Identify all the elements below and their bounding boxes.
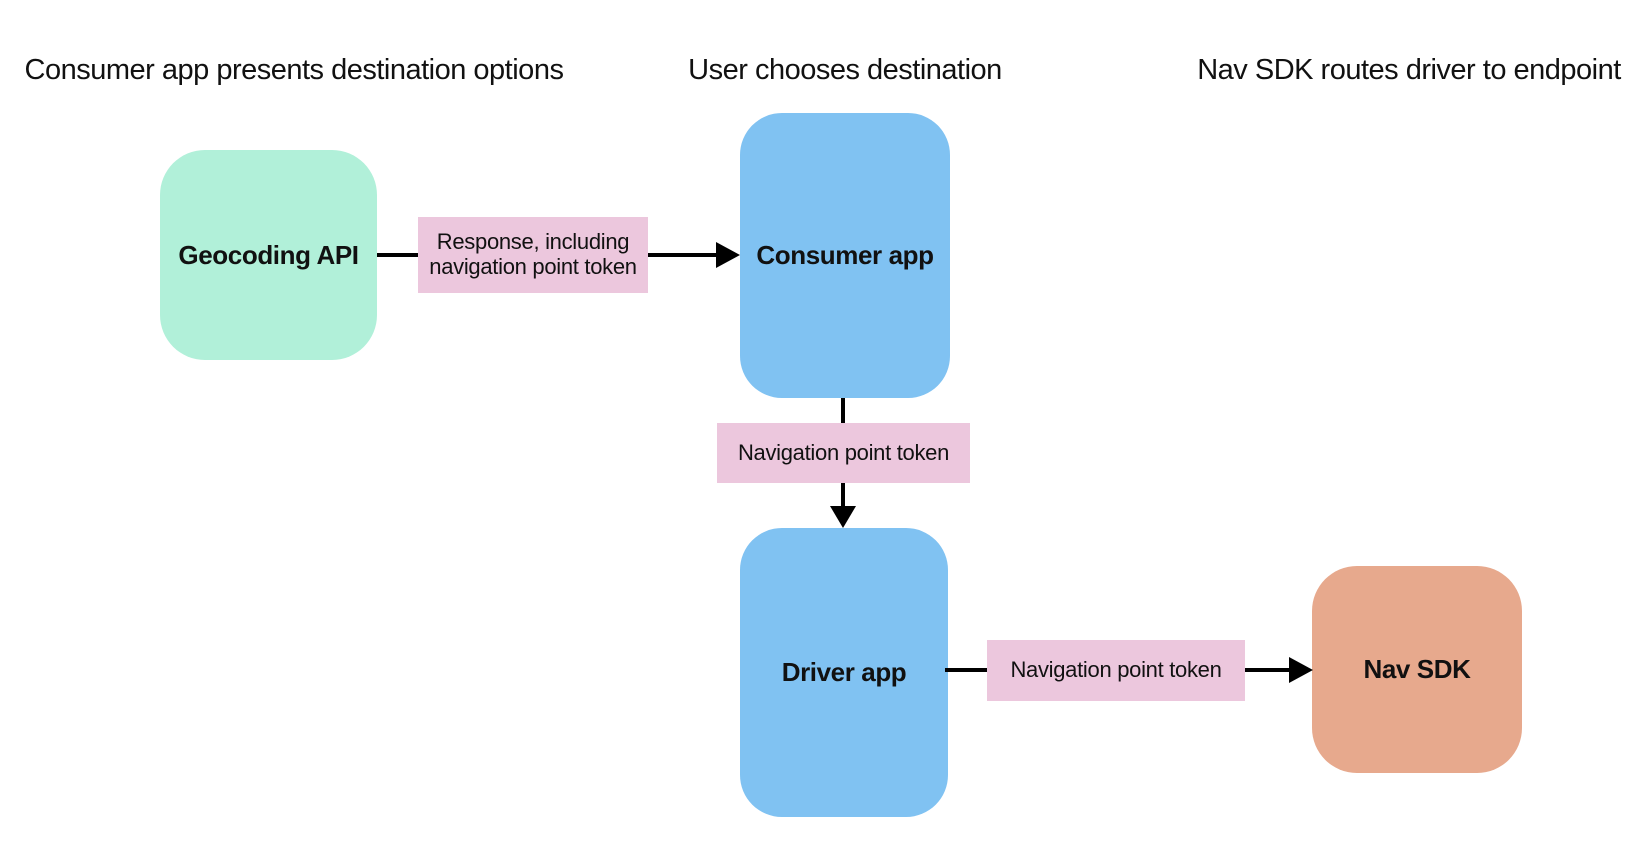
edge-label-navigation-point-token-horizontal: Navigation point token <box>987 640 1245 701</box>
arrowhead-into-nav-sdk <box>1289 657 1313 683</box>
node-driver-app: Driver app <box>740 528 948 817</box>
edge-label-token-horizontal-text: Navigation point token <box>1010 657 1222 683</box>
node-driver-app-label: Driver app <box>781 657 907 687</box>
node-nav-sdk: Nav SDK <box>1312 566 1522 773</box>
node-geocoding-api: Geocoding API <box>160 150 377 360</box>
node-geocoding-api-label: Geocoding API <box>178 239 359 270</box>
edge-label-navigation-point-token-vertical: Navigation point token <box>717 423 970 483</box>
node-nav-sdk-label: Nav SDK <box>1363 654 1471 684</box>
stage-label-navsdk-routes: Nav SDK routes driver to endpoint <box>1197 54 1621 86</box>
node-consumer-app: Consumer app <box>740 113 950 398</box>
edge-label-response-including-token: Response, including navigation point tok… <box>418 217 648 293</box>
arrowhead-into-consumer-app <box>716 242 740 268</box>
connector-label-to-driver <box>841 483 845 506</box>
edge-label-token-vertical-text: Navigation point token <box>737 439 950 465</box>
stage-label-user-chooses: User chooses destination <box>688 54 1002 86</box>
arrowhead-into-driver-app <box>830 506 856 528</box>
edge-label-response-text: Response, including navigation point tok… <box>429 229 637 279</box>
connector-label-to-navsdk <box>1245 668 1289 672</box>
connector-consumer-to-label <box>841 398 845 423</box>
node-consumer-app-label: Consumer app <box>756 240 934 270</box>
connector-driver-to-label <box>945 668 987 672</box>
connector-geocoding-to-label <box>377 253 418 257</box>
connector-label-to-consumer <box>648 253 716 257</box>
stage-label-consumer-presents: Consumer app presents destination option… <box>24 54 564 86</box>
